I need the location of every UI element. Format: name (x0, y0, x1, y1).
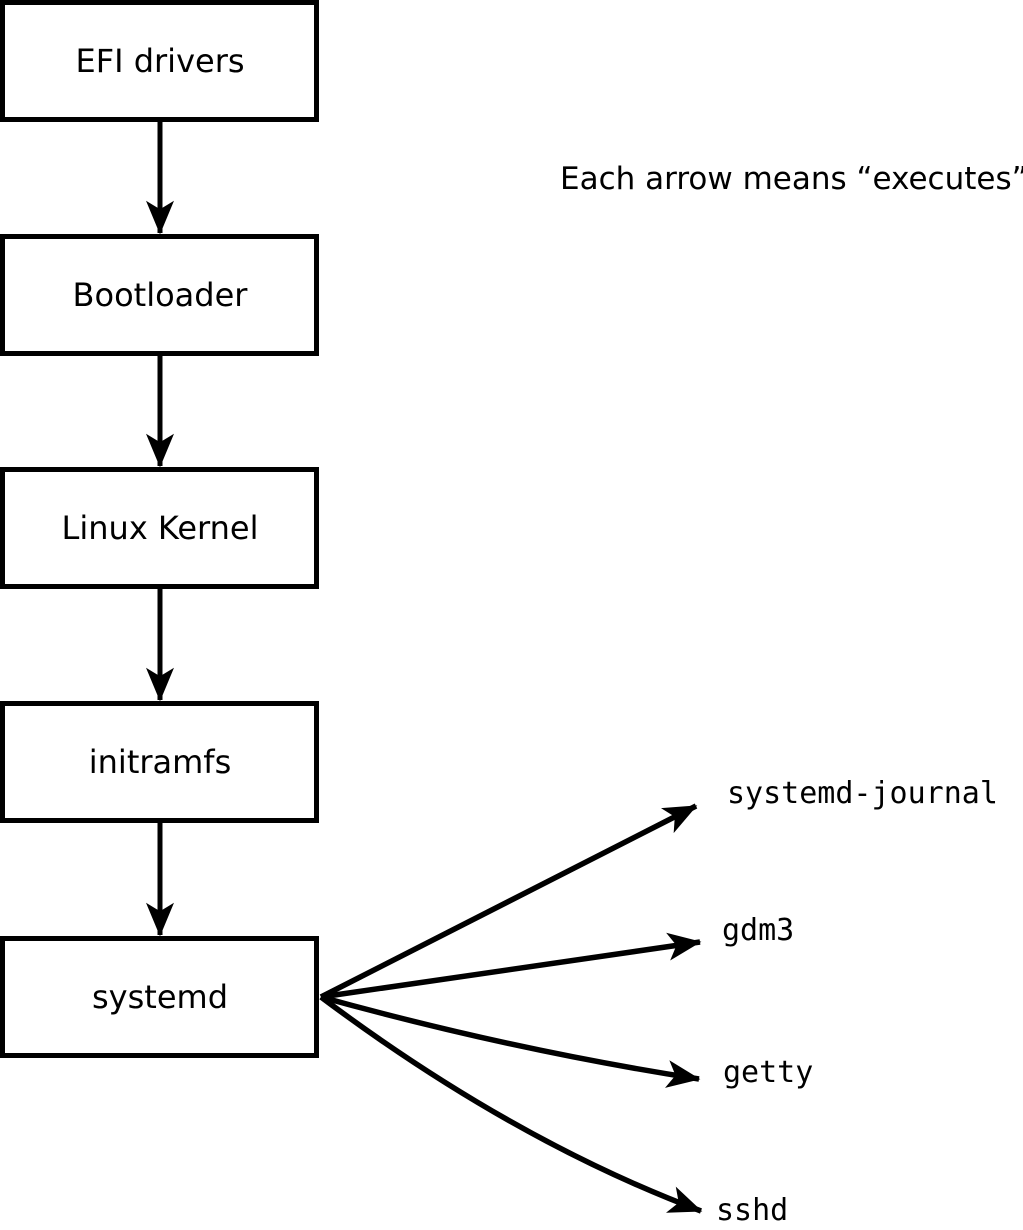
node-systemd: systemd (0, 936, 319, 1058)
node-linux-kernel: Linux Kernel (0, 467, 319, 589)
node-label-efi-drivers: EFI drivers (75, 42, 244, 80)
node-box (0, 701, 319, 823)
node-efi-drivers: EFI drivers (0, 0, 319, 122)
arrow-systemd-to-getty (320, 994, 701, 1088)
node-bootloader: Bootloader (0, 234, 319, 356)
arrow-meaning-note: Each arrow means “executes”. (560, 161, 1023, 197)
node-box (0, 234, 319, 356)
node-label-initramfs: initramfs (89, 743, 231, 781)
arrow-systemd-to-sshd (319, 994, 703, 1214)
arrow-systemd-to-gdm3 (320, 932, 702, 1000)
node-box (0, 936, 319, 1058)
label-getty: getty (723, 1055, 813, 1090)
node-box (0, 0, 319, 122)
arrow-systemd-to-journal (319, 803, 698, 1000)
node-label-linux-kernel: Linux Kernel (62, 509, 259, 547)
label-systemd-journal: systemd-journal (727, 776, 998, 811)
node-label-bootloader: Bootloader (73, 276, 249, 314)
node-initramfs: initramfs (0, 701, 319, 823)
label-gdm3: gdm3 (722, 913, 794, 948)
node-label-systemd: systemd (92, 978, 228, 1016)
label-sshd: sshd (716, 1193, 788, 1228)
